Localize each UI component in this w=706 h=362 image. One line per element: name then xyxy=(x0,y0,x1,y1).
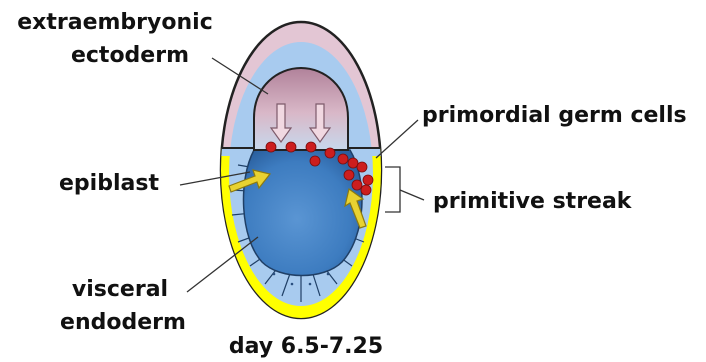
label-primordial-germ-cells: primordial germ cells xyxy=(422,103,687,128)
epiblast-region xyxy=(244,150,362,276)
label-endoderm: endoderm xyxy=(60,310,186,335)
label-primitive-streak: primitive streak xyxy=(433,189,633,214)
label-ectoderm: ectoderm xyxy=(71,43,189,68)
label-visceral: visceral xyxy=(72,277,168,302)
label-extraembryonic: extraembryonic xyxy=(17,10,212,35)
label-stage: day 6.5-7.25 xyxy=(229,334,383,358)
label-epiblast: epiblast xyxy=(59,171,159,196)
